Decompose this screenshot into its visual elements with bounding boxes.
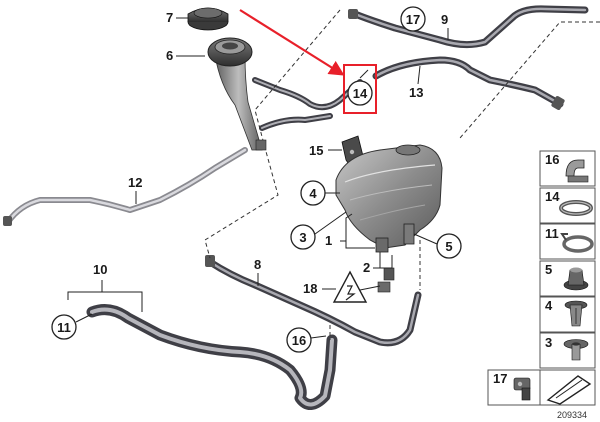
hose-clamp-clip-icon [565,159,589,183]
svg-text:11: 11 [545,226,559,241]
highlight-box [343,64,377,114]
parts-legend: 16 14 11 5 [487,150,596,420]
hose-part-9 [348,5,589,49]
callout-15: 15 [309,143,342,158]
svg-text:1: 1 [325,233,332,248]
push-nut-icon [563,339,589,361]
legend-item-14: 14 [545,189,593,216]
callout-3: 3 [290,211,347,250]
quick-connector-icon [513,377,531,401]
callout-9: 9 [441,12,449,40]
direction-arrow-icon [546,375,592,405]
callout-16: 16 [286,327,327,353]
svg-text:14: 14 [353,86,368,101]
svg-text:17: 17 [493,371,507,386]
cap-part-7 [187,7,229,31]
callout-5: 5 [413,233,462,259]
svg-text:2: 2 [363,260,370,275]
svg-text:17: 17 [406,12,420,27]
svg-text:14: 14 [545,189,560,204]
svg-text:13: 13 [409,85,423,100]
callout-10: 10 [67,262,143,312]
svg-text:3: 3 [545,335,552,350]
svg-text:4: 4 [545,298,553,313]
svg-text:3: 3 [299,230,306,245]
legend-item-16: 16 [545,152,589,183]
svg-text:8: 8 [254,257,261,272]
hose-part-8 [205,255,422,347]
highlight-arrow [239,9,345,76]
legend-item-11: 11 [545,226,594,253]
svg-text:18: 18 [303,281,317,296]
callout-4: 4 [300,180,340,206]
expanding-rivet-icon [564,300,588,327]
callout-1: 1 [325,213,375,249]
callout-14-highlighted: 14 [347,69,373,106]
svg-text:7: 7 [166,10,173,25]
rubber-grommet-icon [563,267,589,291]
svg-text:9: 9 [441,12,448,27]
svg-text:16: 16 [545,152,559,167]
callout-17-top: 17 [400,6,426,32]
hose-part-10 [86,304,338,410]
hose-9-end-fitting [348,9,358,19]
expansion-tank-part-1 [335,144,443,253]
warning-triangle-icon [332,270,368,303]
callout-6: 6 [166,48,205,63]
callout-12: 12 [128,175,142,204]
svg-text:15: 15 [309,143,323,158]
callout-8: 8 [254,257,261,286]
callout-7: 7 [166,10,188,25]
hose-12-end-fitting [3,216,12,226]
svg-text:12: 12 [128,175,142,190]
callout-13: 13 [409,65,423,100]
callout-18: 18 [303,281,336,296]
legend-item-17: 17 [493,371,531,401]
legend-item-3: 3 [545,335,589,361]
hose-part-13 [372,56,565,110]
svg-text:6: 6 [166,48,173,63]
callout-11: 11 [51,313,93,340]
svg-text:11: 11 [57,320,71,335]
band-clamp-icon [559,200,593,216]
svg-text:5: 5 [445,239,452,254]
svg-text:5: 5 [545,262,552,277]
svg-text:16: 16 [292,333,306,348]
legend-item-4: 4 [545,298,588,327]
hose-13-end-fitting [551,96,565,110]
hose-filler-connection [252,77,363,131]
diagram-number: 209334 [557,410,587,420]
spring-clamp-icon [560,233,594,253]
svg-text:10: 10 [93,262,107,277]
hose-8-end-fitting [205,255,215,267]
svg-text:4: 4 [309,186,317,201]
sensor-connector [359,267,395,293]
dashed-guide-lines [204,9,600,340]
hose-part-12 [3,147,248,226]
filler-neck-part-6 [207,37,267,151]
legend-item-5: 5 [545,262,589,291]
callout-2: 2 [363,252,393,275]
